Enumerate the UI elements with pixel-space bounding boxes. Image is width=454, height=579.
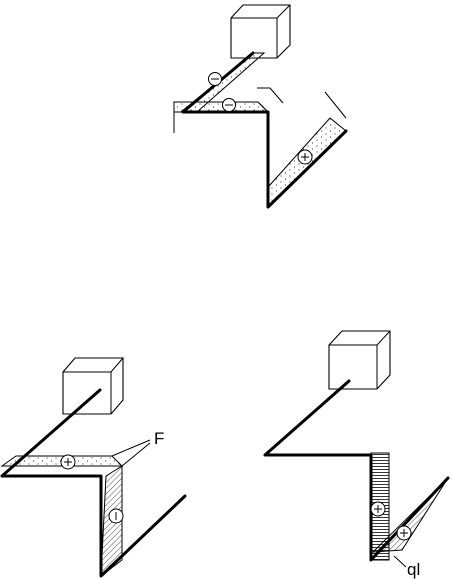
top-sign-plus [297, 149, 313, 165]
top-sign-minus-1 [208, 72, 222, 86]
bl-sign-plus [60, 454, 76, 470]
bl-sign-bar [108, 508, 124, 524]
br-support-cube [328, 330, 391, 390]
bottom-left-diagram: F [0, 357, 187, 578]
top-frame [181, 51, 348, 209]
br-sign-plus-1 [370, 501, 386, 517]
br-sign-plus-2 [396, 525, 412, 541]
top-sign-minus-2 [222, 98, 236, 112]
bl-frame [0, 388, 187, 578]
top-support-cube [230, 4, 291, 59]
top-diagram [173, 4, 348, 209]
bl-support-cube [62, 357, 124, 415]
br-frame [263, 379, 450, 562]
label-ql: ql [407, 560, 420, 579]
bottom-right-diagram: ql [263, 330, 450, 579]
label-f: F [154, 429, 164, 448]
